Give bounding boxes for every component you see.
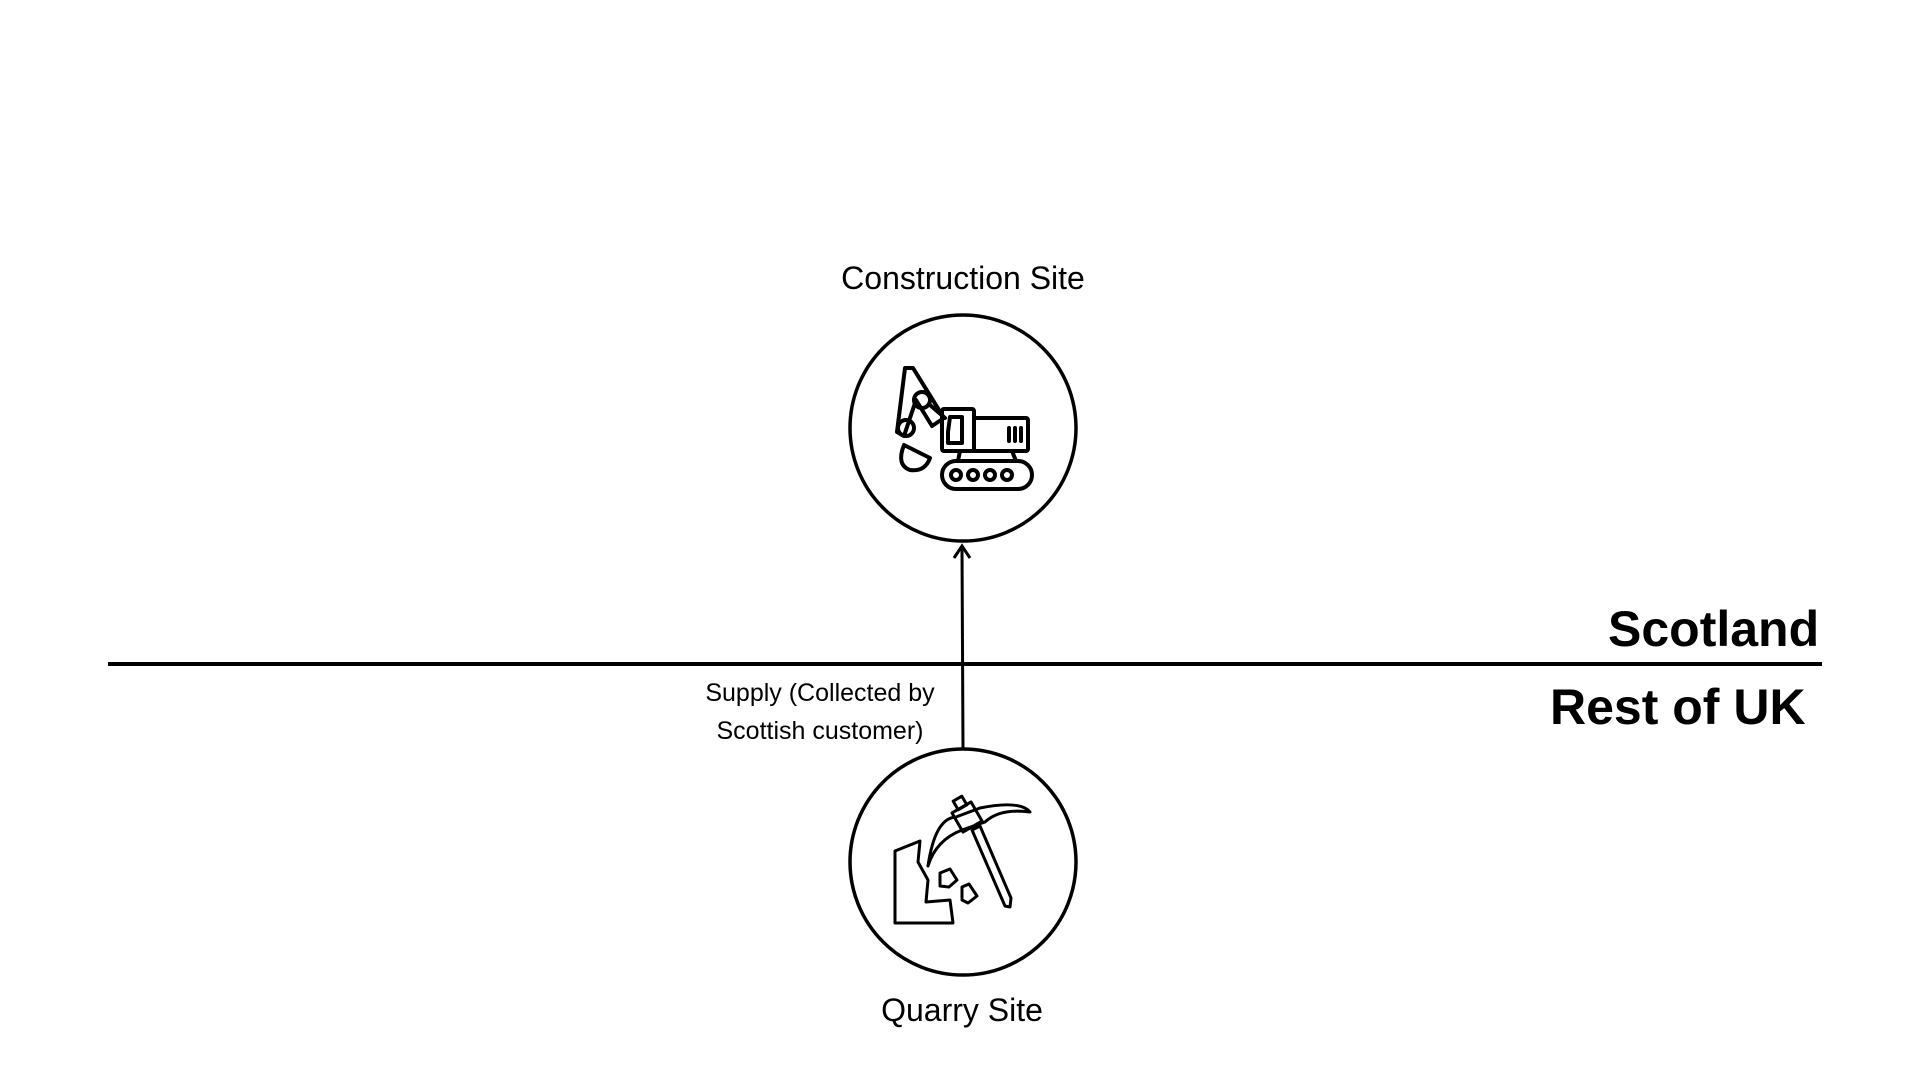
construction-site-label: Construction Site <box>841 260 1085 296</box>
region-label-rest-of-uk: Rest of UK <box>1550 679 1806 735</box>
supply-arrow <box>952 543 972 749</box>
quarry-node-circle <box>848 747 1078 977</box>
supply-edge-label-line2: Scottish customer) <box>716 717 924 745</box>
quarry-site-label: Quarry Site <box>881 992 1043 1028</box>
construction-node-circle <box>848 313 1078 543</box>
supply-edge-label-line1: Supply (Collected by <box>705 679 935 707</box>
pickaxe-rocks-icon <box>893 794 1032 925</box>
supply-edge-label: Supply (Collected by Scottish customer) <box>670 674 970 750</box>
region-label-scotland: Scotland <box>1608 601 1820 657</box>
excavator-icon <box>895 366 1034 491</box>
